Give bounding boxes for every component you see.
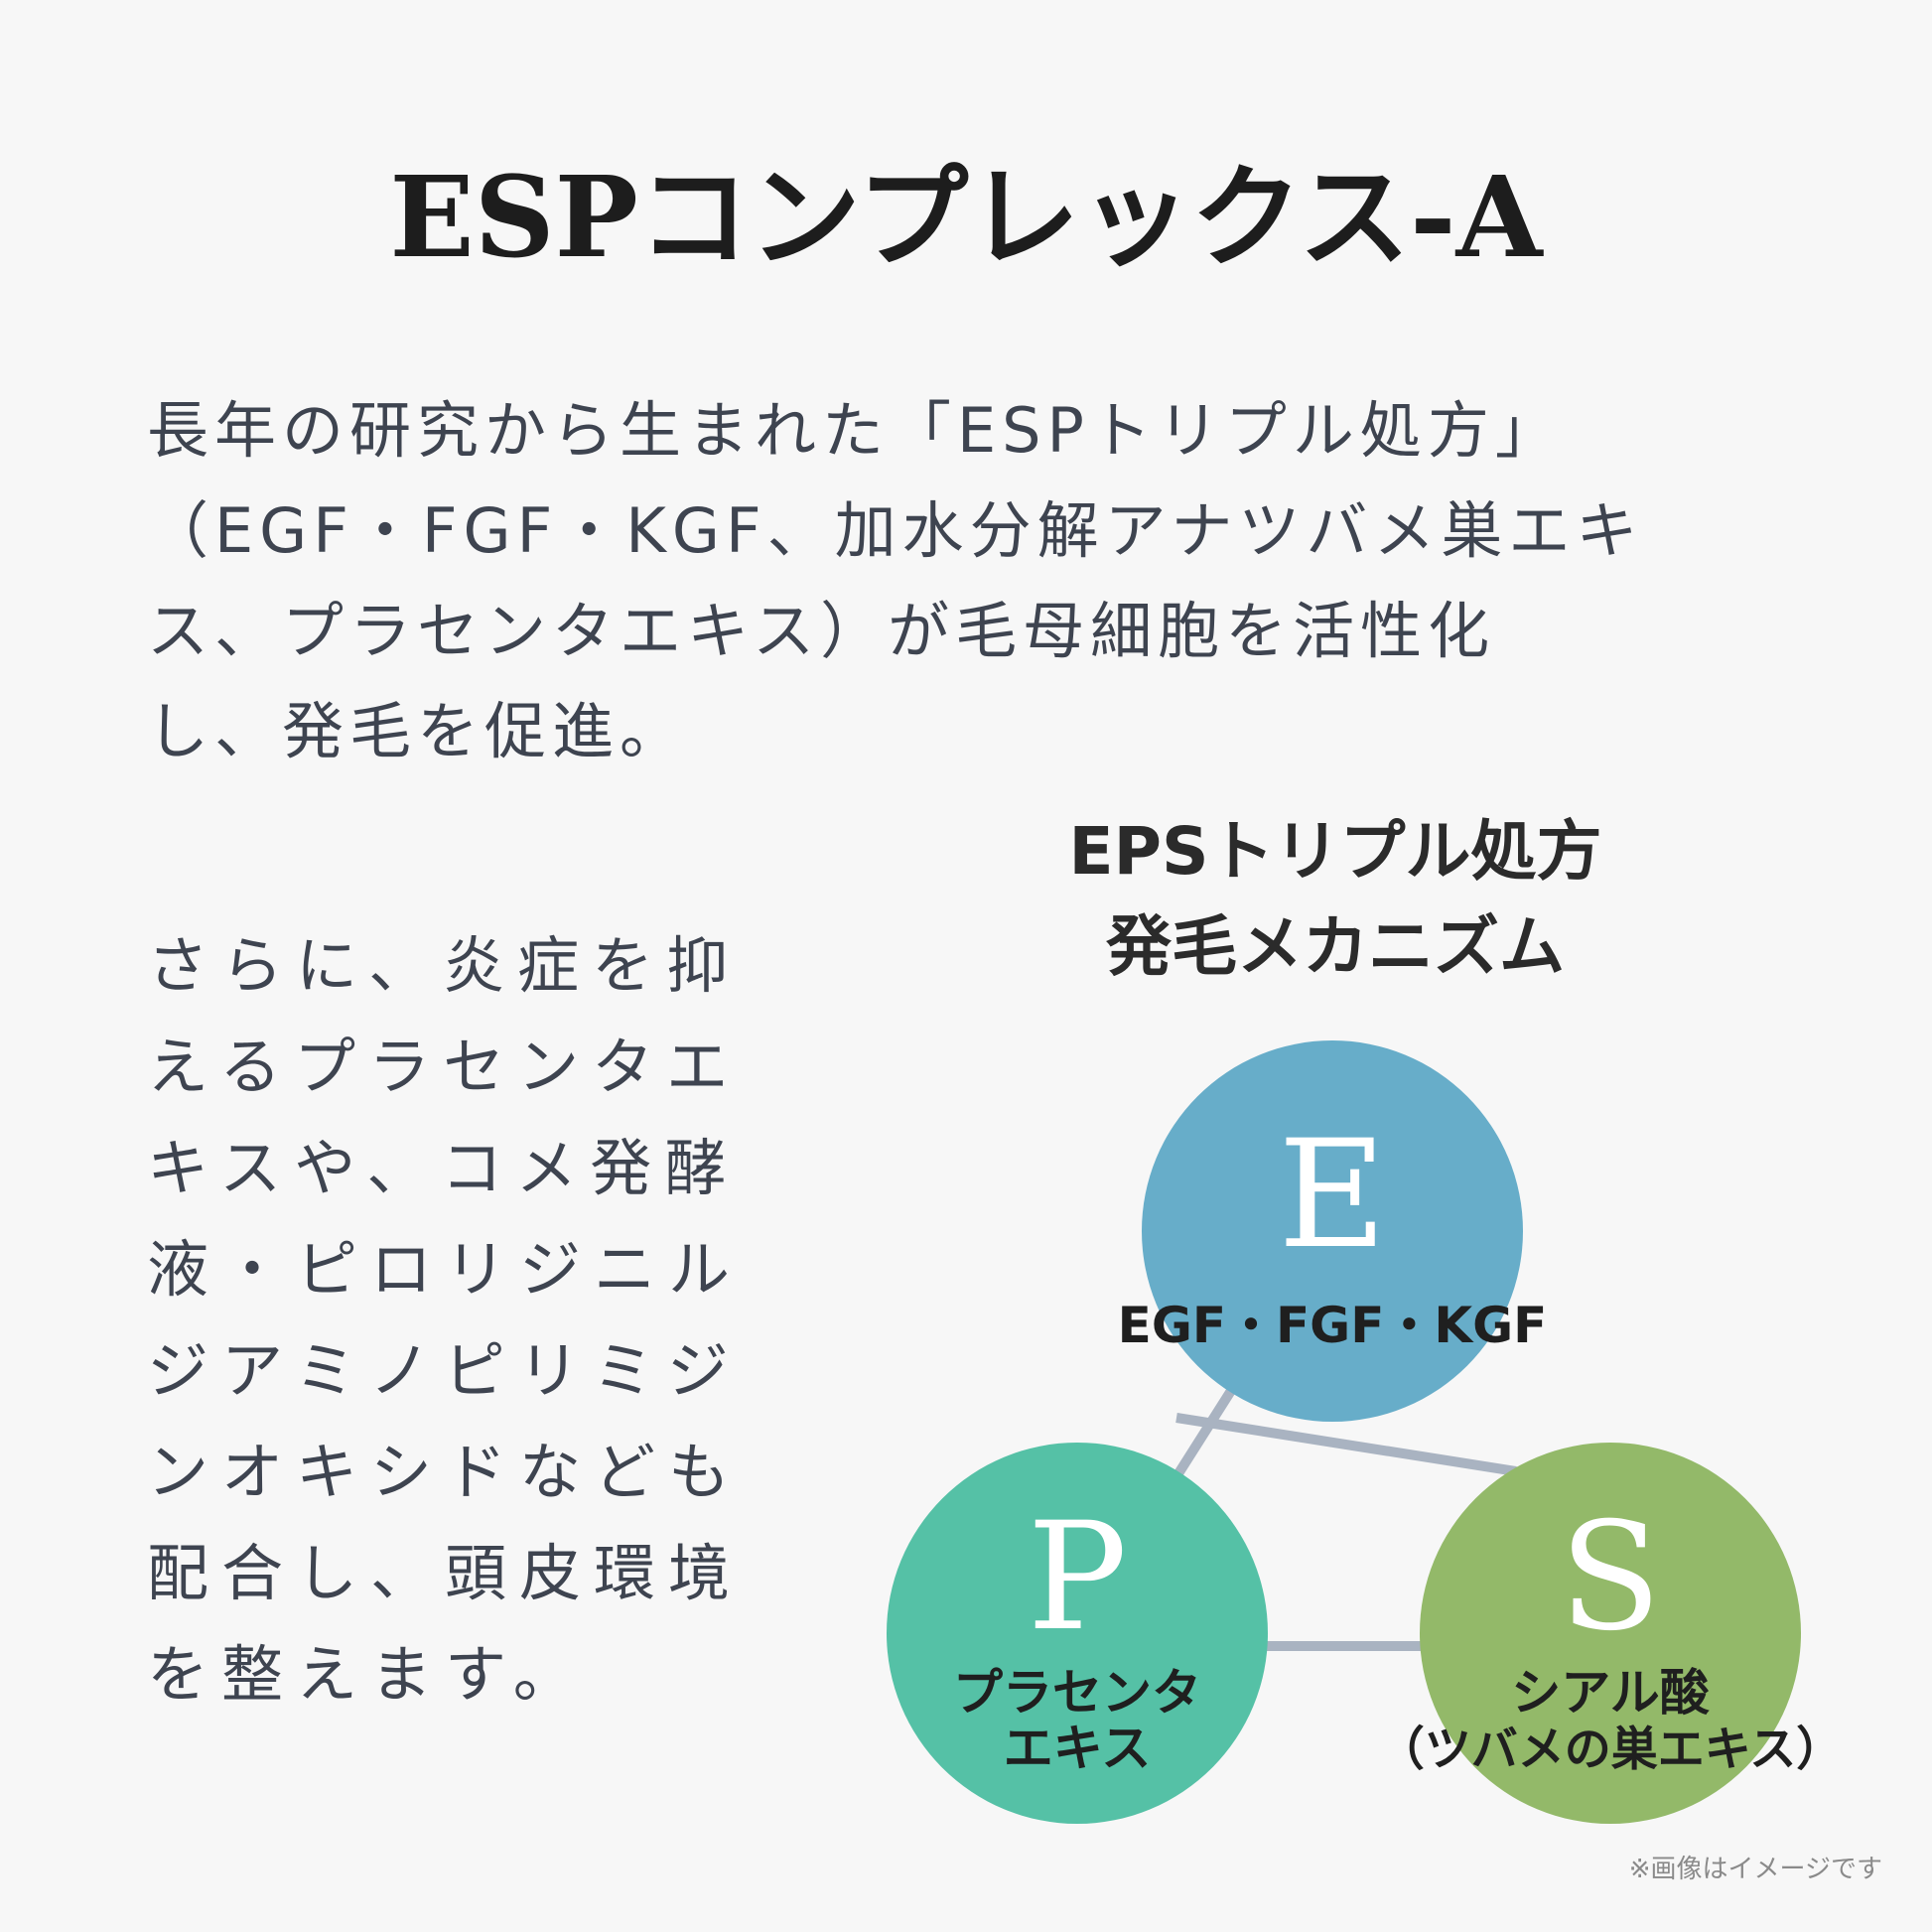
ingredients-line: えるプラセンタエ [147, 1031, 742, 1103]
ingredients-line: ンオキシドなども [147, 1436, 744, 1508]
p-label-line: エキス [1004, 1720, 1152, 1777]
ingredients-line: さらに、炎症を抑 [147, 929, 742, 1002]
intro-paragraph: 長年の研究から生まれた「ESPトリプル処方」 （EGF・FGF・KGF、加水分解… [147, 380, 1785, 781]
p-label-line: プラセンタ [953, 1664, 1201, 1722]
s-label-line: （ツバメの巣エキス） [1378, 1723, 1844, 1777]
image-note: ※画像はイメージです [1628, 1855, 1882, 1884]
mechanism-title: EPSトリプル処方 発毛メカニズム [938, 804, 1732, 995]
mechanism-title-line: EPSトリプル処方 [1068, 813, 1602, 890]
intro-line: し、発毛を促進。 [147, 695, 688, 767]
p-circle [887, 1443, 1268, 1824]
e-letter: E [1278, 1109, 1387, 1282]
ingredients-line: 液・ピロリジニル [147, 1233, 744, 1306]
ingredients-line: を整えます。 [147, 1638, 588, 1711]
page-title: ESPコンプレックス-A [389, 153, 1543, 283]
intro-line: （EGF・FGF・KGF、加水分解アナツバメ巣エキ [147, 494, 1644, 567]
e-label: EGF・FGF・KGF [1118, 1297, 1548, 1354]
p-letter: P [1028, 1491, 1128, 1664]
ingredients-line: 配合し、頭皮環境 [147, 1537, 744, 1609]
intro-line: 長年の研究から生まれた「ESPトリプル処方」 [147, 394, 1563, 467]
ingredients-line: ジアミノピリミジ [147, 1334, 742, 1407]
ingredients-line: キスや、コメ発酵 [147, 1132, 740, 1204]
ingredients-paragraph: さらに、炎症を抑 えるプラセンタエ キスや、コメ発酵 液・ピロリジニル ジアミノ… [147, 915, 762, 1725]
e-circle [1142, 1040, 1523, 1422]
s-letter: S [1560, 1491, 1662, 1664]
intro-line: ス、プラセンタエキス）が毛母細胞を活性化 [147, 595, 1496, 667]
mechanism-title-line: 発毛メカニズム [1106, 908, 1565, 985]
s-label-line: シアル酸 [1511, 1664, 1710, 1722]
s-circle [1420, 1443, 1801, 1824]
connector-e-s [1175, 1413, 1517, 1476]
